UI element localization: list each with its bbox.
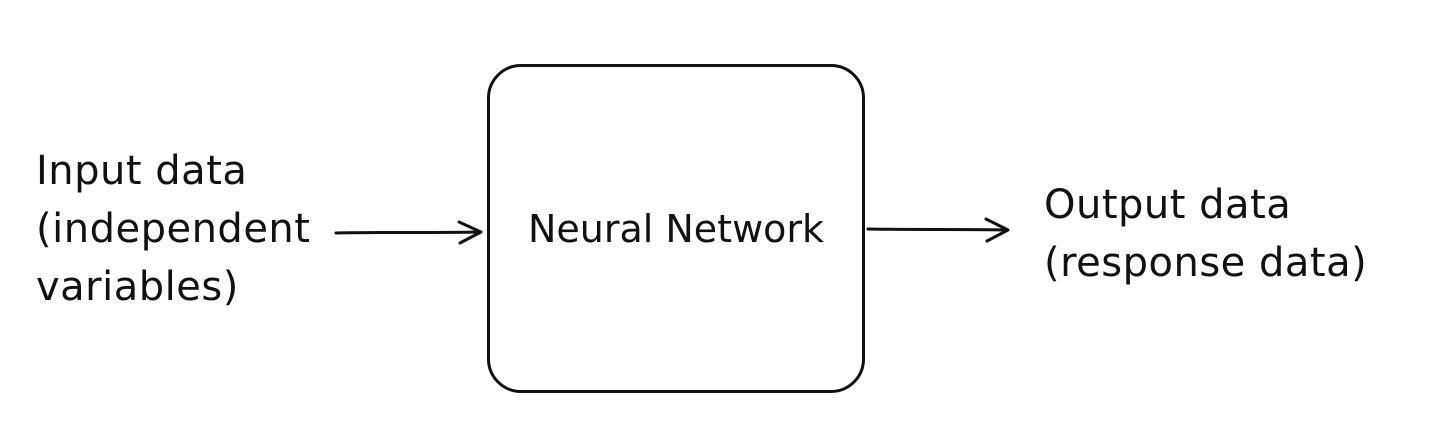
- output-data-label: Output data (response data): [1044, 176, 1367, 292]
- neural-network-box: Neural Network: [487, 64, 865, 393]
- input-data-label: Input data (independent variables): [36, 142, 310, 316]
- output-label-line: (response data): [1044, 240, 1368, 286]
- input-label-line: (independent: [36, 206, 311, 252]
- output-arrow: [866, 217, 1010, 243]
- neural-network-label: Neural Network: [527, 206, 825, 251]
- output-label-line: Output data: [1044, 182, 1292, 228]
- input-label-line: variables): [36, 264, 239, 310]
- input-arrow: [334, 220, 483, 245]
- input-label-line: Input data: [36, 148, 248, 194]
